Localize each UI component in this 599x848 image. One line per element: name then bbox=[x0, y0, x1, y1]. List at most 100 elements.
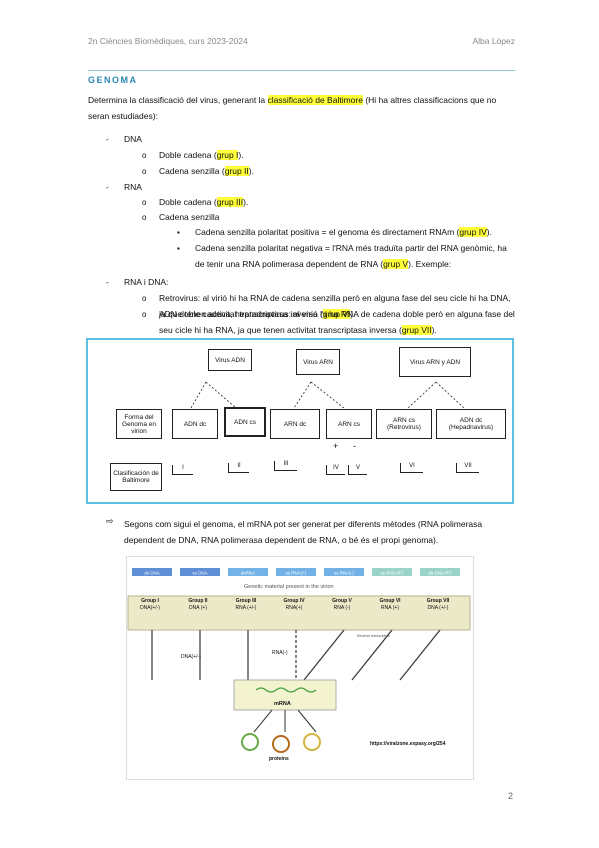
figure-group-material: DNA (+) bbox=[189, 605, 207, 611]
list-rna: RNA bbox=[124, 182, 142, 192]
list-rna-negative: Cadena senzilla polaritat negativa = l'R… bbox=[195, 243, 507, 269]
header-left: 2n Ciències Biomèdiques, curs 2023-2024 bbox=[88, 36, 248, 46]
figure-group-name: Group II bbox=[188, 598, 208, 604]
mrna-paragraph: Segons com sigui el genoma, el mRNA pot … bbox=[124, 519, 483, 545]
arrow-bullet-icon: ⇨ bbox=[106, 516, 114, 526]
list-dna: DNA bbox=[124, 134, 142, 144]
top-tag-label: ds DNA-RT bbox=[429, 571, 452, 576]
box-adn-hepad: ADN dc (Hepadnavirus) bbox=[436, 409, 506, 439]
figure-group-material: DNA(+/-) bbox=[140, 605, 160, 611]
top-tag-label: ds DNA bbox=[144, 571, 160, 576]
box-virus-arn-adn: Virus ARN y ADN bbox=[399, 347, 471, 377]
dash-bullet: - bbox=[106, 135, 109, 144]
circle-bullet: o bbox=[142, 310, 147, 319]
intro-highlight: classificació de Baltimore bbox=[267, 95, 363, 105]
intro-paragraph: Determina la classificació del virus, ge… bbox=[88, 92, 516, 124]
flow-arrow bbox=[351, 629, 393, 681]
square-bullet: ▪ bbox=[177, 228, 180, 237]
figure-group-name: Group V bbox=[332, 598, 352, 604]
list-rna-double: Doble cadena (grup III). bbox=[159, 197, 249, 207]
dash-bullet: - bbox=[106, 183, 109, 192]
circle-bullet: o bbox=[142, 294, 147, 303]
group-label: II bbox=[228, 463, 249, 473]
figure-group-name: Group VII bbox=[426, 598, 450, 604]
group-label: VII bbox=[456, 463, 479, 473]
top-tag-label: ss RNA(+) bbox=[286, 571, 307, 576]
box-adn-cs: ADN cs bbox=[224, 407, 266, 437]
top-tag bbox=[372, 568, 412, 576]
box-classif: Clasificación de Baltimore bbox=[110, 463, 162, 491]
circle-bullet: o bbox=[142, 198, 147, 207]
rna-mid-label: RNA(-) bbox=[272, 650, 288, 656]
rt-label: Reverse transcription bbox=[357, 634, 391, 638]
figure-group-name: Group I bbox=[141, 598, 159, 604]
top-tag-label: ss RNA-RT bbox=[381, 571, 404, 576]
top-tag bbox=[420, 568, 460, 576]
box-virus-adn: Virus ADN bbox=[208, 349, 252, 371]
header-right: Alba López bbox=[472, 36, 515, 46]
figure-group-name: Group IV bbox=[283, 598, 305, 604]
list-dna-single: Cadena senzilla (grup II). bbox=[159, 166, 254, 176]
figure-url: https://viralzone.expasy.org/254 bbox=[370, 741, 446, 747]
figure-caption: Genetic material present in the virion bbox=[244, 584, 334, 590]
top-tag bbox=[276, 568, 316, 576]
list-rna-positive: Cadena senzilla polaritat positiva = el … bbox=[195, 227, 492, 237]
box-arn-retro: ARN cs (Retrovirus) bbox=[376, 409, 432, 439]
flow-arrow bbox=[399, 629, 441, 681]
box-forma-genoma: Forma del Genoma en virion bbox=[116, 409, 162, 439]
section-title: GENOMA bbox=[88, 75, 138, 85]
group-label: VI bbox=[400, 463, 423, 473]
page-number: 2 bbox=[508, 791, 514, 801]
baltimore-diagram bbox=[86, 338, 514, 504]
group-label: V bbox=[348, 465, 367, 475]
header-rule bbox=[88, 70, 515, 71]
top-tag bbox=[132, 568, 172, 576]
figure-group-material: RNA(+) bbox=[285, 605, 303, 611]
top-tag-label: dsRNA bbox=[241, 571, 255, 576]
intro-post: (Hi ha altres classificacions que no ser… bbox=[88, 95, 497, 121]
list-retrovirus: Retrovirus: al virió hi ha RNA de cadena… bbox=[159, 293, 511, 319]
figure-group-material: RNA (-) bbox=[333, 605, 351, 611]
circle-bullet: o bbox=[142, 213, 147, 222]
box-arn-cs: ARN cs bbox=[326, 409, 372, 439]
figure-group-name: Group III bbox=[235, 598, 257, 604]
top-tag bbox=[180, 568, 220, 576]
box-adn-dc: ADN dc bbox=[172, 409, 218, 439]
figure-group-material: RNA (+) bbox=[381, 605, 399, 611]
figure-group-material: DNA (+/-) bbox=[427, 605, 449, 611]
square-bullet: ▪ bbox=[177, 244, 180, 253]
group-label: III bbox=[274, 461, 297, 471]
circle-bullet: o bbox=[142, 151, 147, 160]
flow-arrow bbox=[303, 629, 345, 681]
circle-bullet: o bbox=[142, 167, 147, 176]
list-rna-dna: RNA i DNA: bbox=[124, 277, 169, 287]
group-label: IV bbox=[326, 465, 345, 475]
list-hepadnavirus: ADN doble cadena, heptadnavirus: al viri… bbox=[159, 309, 515, 335]
list-dna-double: Doble cadena (grup I). bbox=[159, 150, 244, 160]
dash-bullet: - bbox=[106, 278, 109, 287]
dna-mid-label: DNA(+/-) bbox=[181, 654, 201, 660]
box-arn-dc: ARN dc bbox=[270, 409, 320, 439]
top-tag bbox=[228, 568, 268, 576]
top-tag-label: ss RNA(-) bbox=[334, 571, 354, 576]
minus-sign: - bbox=[353, 441, 356, 451]
box-virus-arn: Virus ARN bbox=[296, 349, 340, 375]
intro-pre: Determina la classificació del virus, ge… bbox=[88, 95, 268, 105]
figure-group-name: Group VI bbox=[379, 598, 401, 604]
group-label: I bbox=[172, 465, 193, 475]
mrna-figure bbox=[126, 556, 474, 780]
top-tag bbox=[324, 568, 364, 576]
list-rna-single: Cadena senzilla bbox=[159, 212, 220, 222]
plus-sign: + bbox=[333, 441, 339, 451]
diagram-arrows bbox=[190, 381, 465, 409]
mrna-label: mRNA bbox=[274, 701, 291, 707]
figure-group-material: RNA (+/-) bbox=[235, 605, 257, 611]
